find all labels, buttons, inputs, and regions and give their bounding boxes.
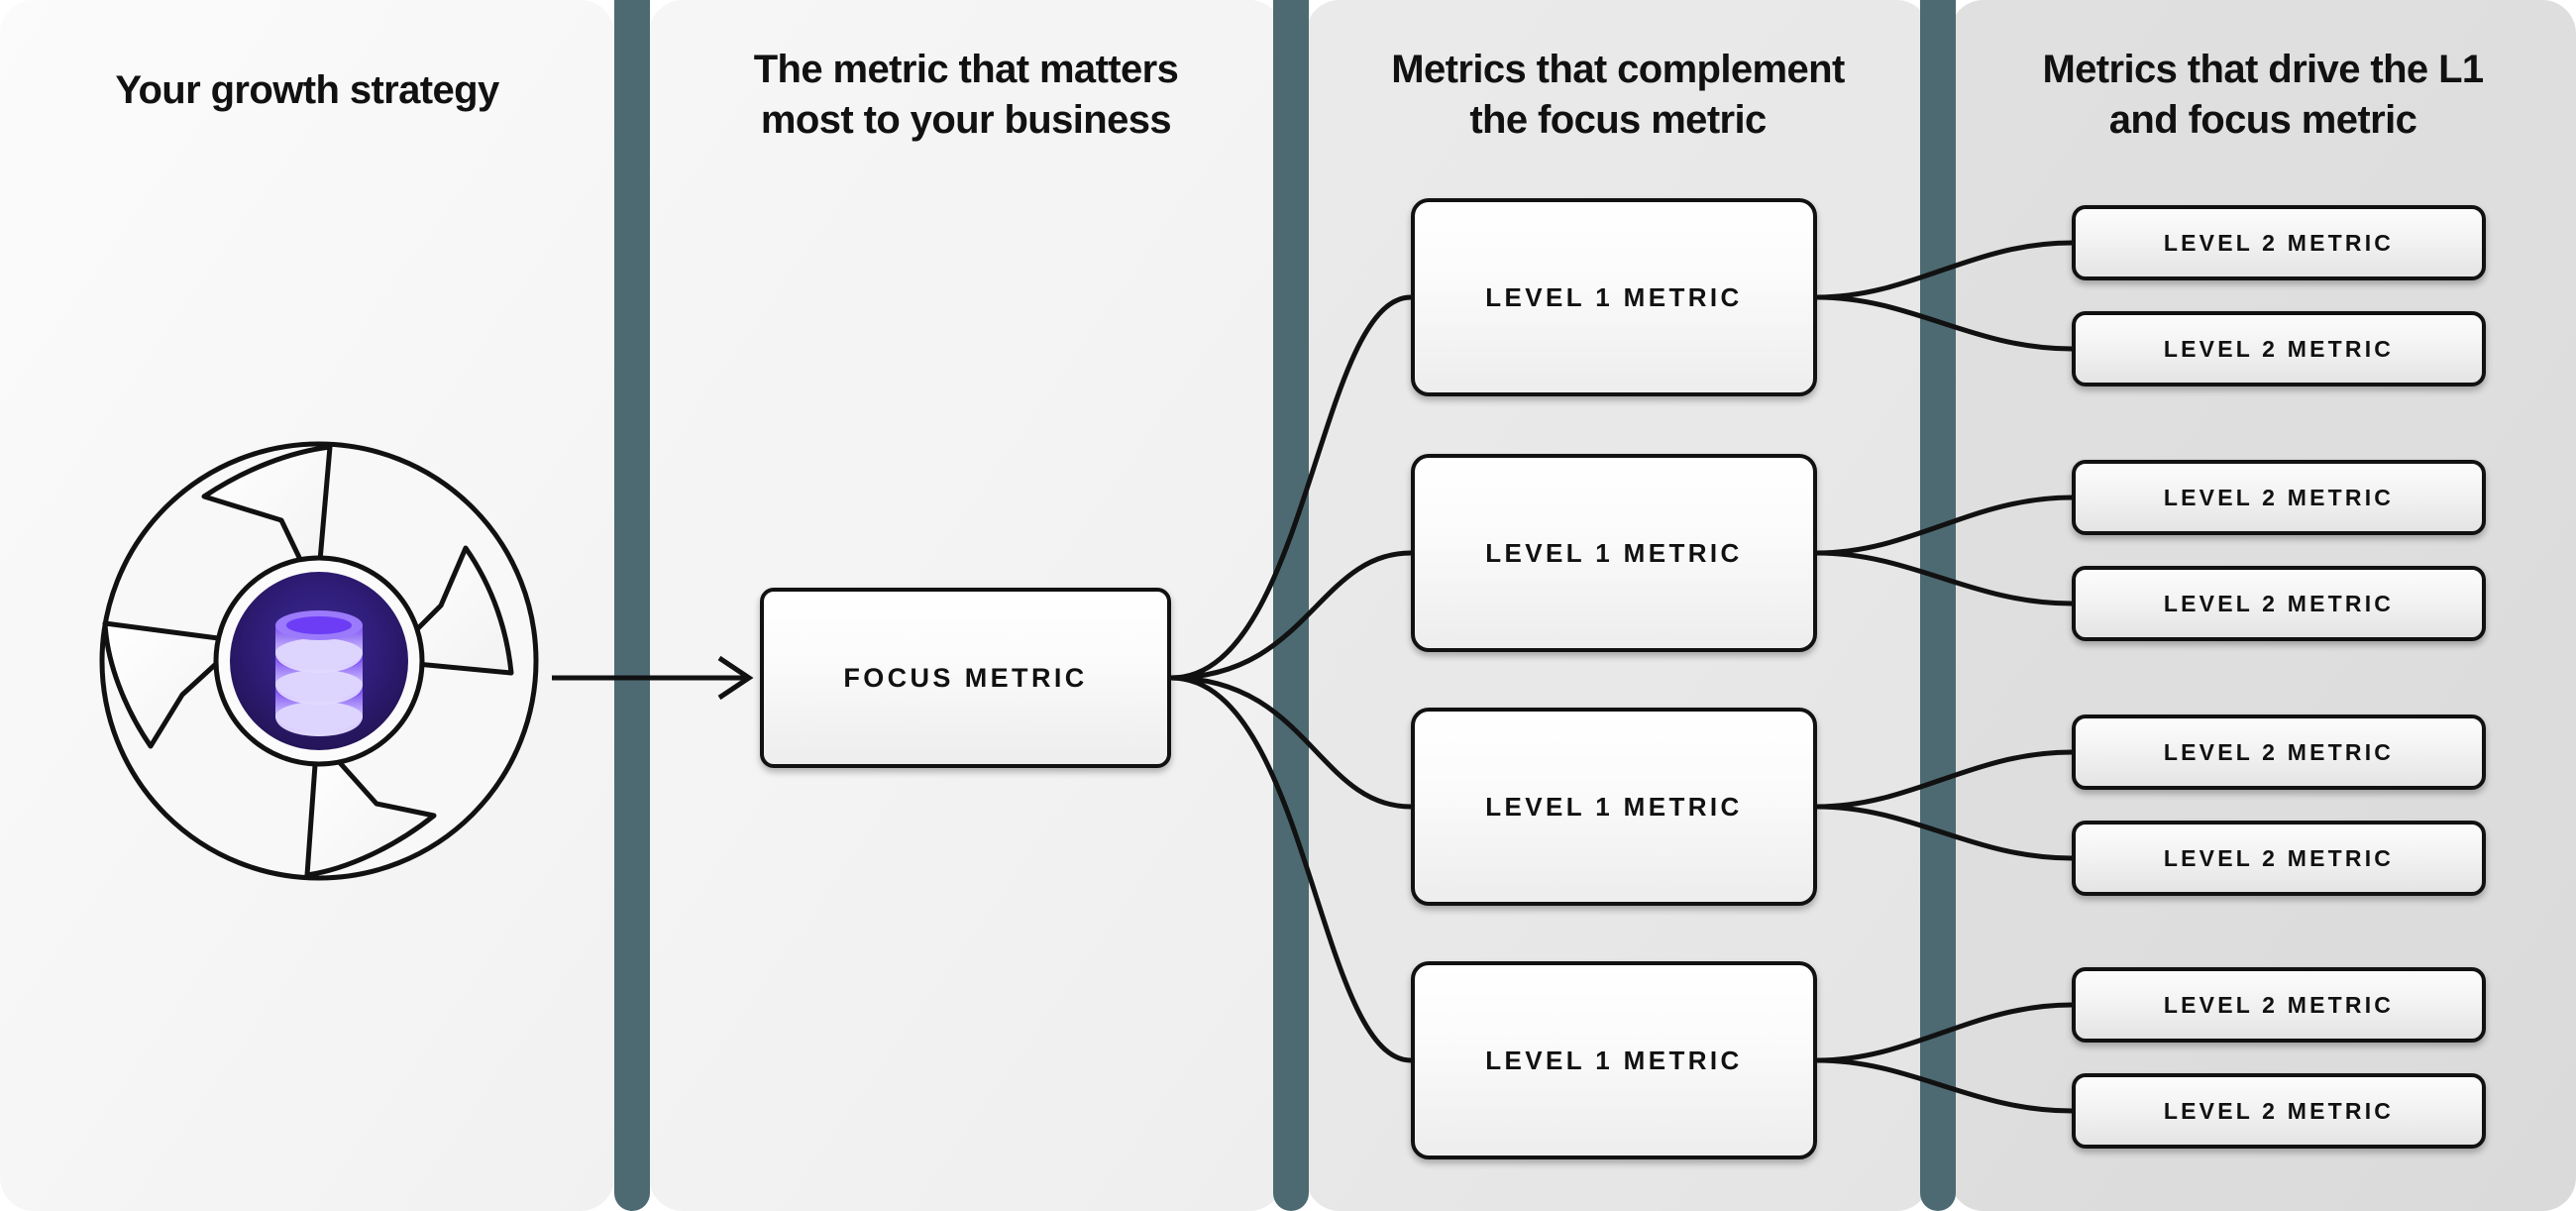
column-title-complement: Metrics that complement the focus metric — [1391, 48, 1845, 143]
node-level2-metric-3[interactable]: LEVEL 2 METRIC — [2072, 460, 2486, 535]
node-level2-metric-8-label: LEVEL 2 METRIC — [2163, 1097, 2395, 1124]
node-level1-metric-1-label: LEVEL 1 METRIC — [1485, 281, 1743, 312]
node-level1-metric-4[interactable]: LEVEL 1 METRIC — [1411, 961, 1817, 1159]
node-level2-metric-7-label: LEVEL 2 METRIC — [2163, 991, 2395, 1018]
column-title-drivers: Metrics that drive the L1 and focus metr… — [2042, 48, 2484, 143]
node-level2-metric-4[interactable]: LEVEL 2 METRIC — [2072, 566, 2486, 641]
node-level2-metric-1-label: LEVEL 2 METRIC — [2163, 229, 2395, 256]
node-level2-metric-8[interactable]: LEVEL 2 METRIC — [2072, 1073, 2486, 1149]
node-level1-metric-2-label: LEVEL 1 METRIC — [1485, 537, 1743, 568]
database-icon — [275, 610, 363, 736]
node-focus-metric-label: FOCUS METRIC — [843, 662, 1088, 693]
node-level2-metric-4-label: LEVEL 2 METRIC — [2163, 590, 2395, 616]
node-level2-metric-5[interactable]: LEVEL 2 METRIC — [2072, 715, 2486, 790]
node-level2-metric-6[interactable]: LEVEL 2 METRIC — [2072, 821, 2486, 896]
node-level2-metric-3-label: LEVEL 2 METRIC — [2163, 484, 2395, 510]
node-level2-metric-1[interactable]: LEVEL 2 METRIC — [2072, 205, 2486, 280]
node-level1-metric-2[interactable]: LEVEL 1 METRIC — [1411, 454, 1817, 652]
node-level1-metric-3[interactable]: LEVEL 1 METRIC — [1411, 708, 1817, 906]
column-divider-3 — [1920, 0, 1956, 1211]
column-title-strategy: Your growth strategy — [115, 68, 499, 112]
column-divider-1 — [614, 0, 650, 1211]
column-title-focus: The metric that matters most to your bus… — [753, 48, 1179, 143]
growth-strategy-emblem — [87, 429, 551, 893]
emblem-blade-4 — [102, 620, 244, 749]
node-level2-metric-2[interactable]: LEVEL 2 METRIC — [2072, 311, 2486, 386]
node-level2-metric-6-label: LEVEL 2 METRIC — [2163, 844, 2395, 871]
node-level2-metric-7[interactable]: LEVEL 2 METRIC — [2072, 967, 2486, 1043]
column-divider-2 — [1273, 0, 1309, 1211]
node-level1-metric-3-label: LEVEL 1 METRIC — [1485, 791, 1743, 822]
node-focus-metric[interactable]: FOCUS METRIC — [760, 588, 1171, 768]
node-level1-metric-1[interactable]: LEVEL 1 METRIC — [1411, 198, 1817, 396]
node-level2-metric-5-label: LEVEL 2 METRIC — [2163, 738, 2395, 765]
emblem-blade-1 — [201, 444, 333, 598]
node-level2-metric-2-label: LEVEL 2 METRIC — [2163, 335, 2395, 362]
emblem-blade-3 — [304, 734, 437, 878]
node-level1-metric-4-label: LEVEL 1 METRIC — [1485, 1045, 1743, 1075]
